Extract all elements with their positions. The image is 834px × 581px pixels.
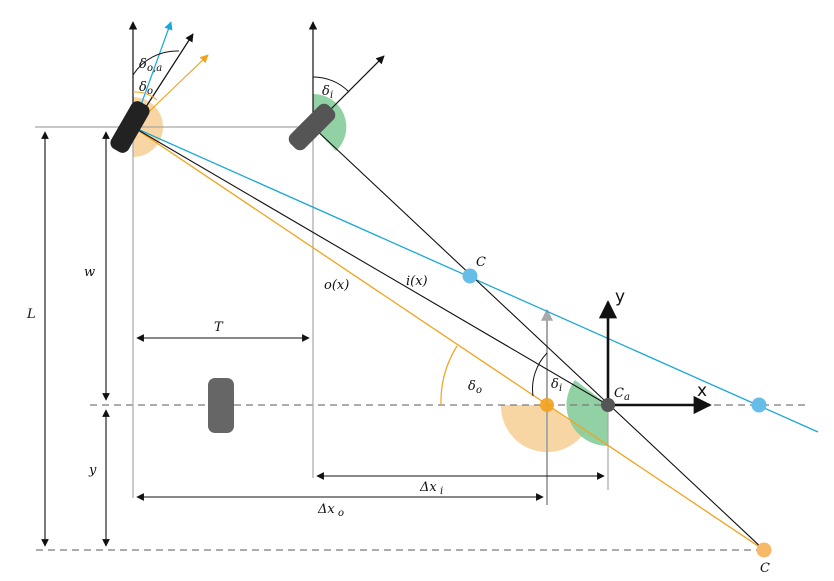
point-blue-right (751, 397, 767, 413)
point-C-upper (462, 268, 478, 284)
label-delta-i-bottom: δ i (551, 377, 562, 394)
label-delta-o-top-sub: o (147, 86, 153, 97)
label-C-lower: C (760, 561, 770, 576)
label-axis-y: y (615, 287, 625, 307)
label-delta-oa-main: δ (139, 57, 147, 72)
point-Ca (601, 398, 615, 412)
label-delta-i-top-main: δ (322, 84, 330, 99)
outer-front-wheel-icon (110, 101, 150, 153)
delta-i-lower-arc (532, 352, 548, 397)
label-delta-o-bottom-sub: o (476, 385, 482, 396)
label-delta-oa: δ o,a (139, 57, 162, 74)
orange-ray (132, 126, 765, 551)
label-dx-o: Δx o (317, 502, 344, 519)
orange-pivot-sector (500, 405, 585, 453)
delta-i-arc (312, 76, 350, 93)
point-orange-center (540, 398, 554, 412)
black-ray-outer (132, 126, 609, 406)
label-delta-o-top: δ o (139, 80, 153, 97)
inner-front-wheel-icon (288, 103, 336, 151)
delta-oa-arc (132, 50, 180, 76)
label-dx-i: Δx i (419, 480, 443, 497)
label-axis-x: x (697, 381, 707, 401)
label-Ca: C a (614, 386, 630, 403)
label-dx-i-main: Δx (419, 480, 437, 495)
label-delta-o-bottom-main: δ (468, 379, 476, 394)
label-dx-o-main: Δx (317, 502, 335, 517)
label-w: w (84, 265, 95, 280)
label-delta-i-bottom-sub: i (559, 383, 562, 394)
label-Ca-sub: a (624, 392, 630, 403)
label-delta-oa-sub: o,a (147, 63, 162, 74)
label-T: T (214, 320, 224, 335)
rear-wheel-icon (208, 378, 234, 433)
label-delta-i-bottom-main: δ (551, 377, 559, 392)
label-dx-i-sub: i (440, 486, 443, 497)
delta-o-lower-arc (440, 345, 458, 406)
point-C-lower (756, 542, 772, 558)
label-i-x: i(x) (406, 274, 428, 289)
label-dx-o-sub: o (338, 508, 344, 519)
label-delta-i-top-sub: i (330, 90, 333, 101)
label-o-x: o(x) (324, 278, 349, 293)
black-ray-inner (312, 126, 765, 551)
label-L: L (26, 307, 36, 322)
label-delta-i-top: δ i (322, 84, 333, 101)
label-y: y (88, 463, 97, 478)
label-Ca-main: C (614, 386, 624, 401)
label-delta-o-top-main: δ (139, 80, 147, 95)
label-C-upper: C (476, 255, 486, 270)
green-pivot-sector (566, 380, 608, 447)
delta-o-arc (132, 91, 158, 101)
label-delta-o-bottom: δ o (468, 379, 482, 396)
